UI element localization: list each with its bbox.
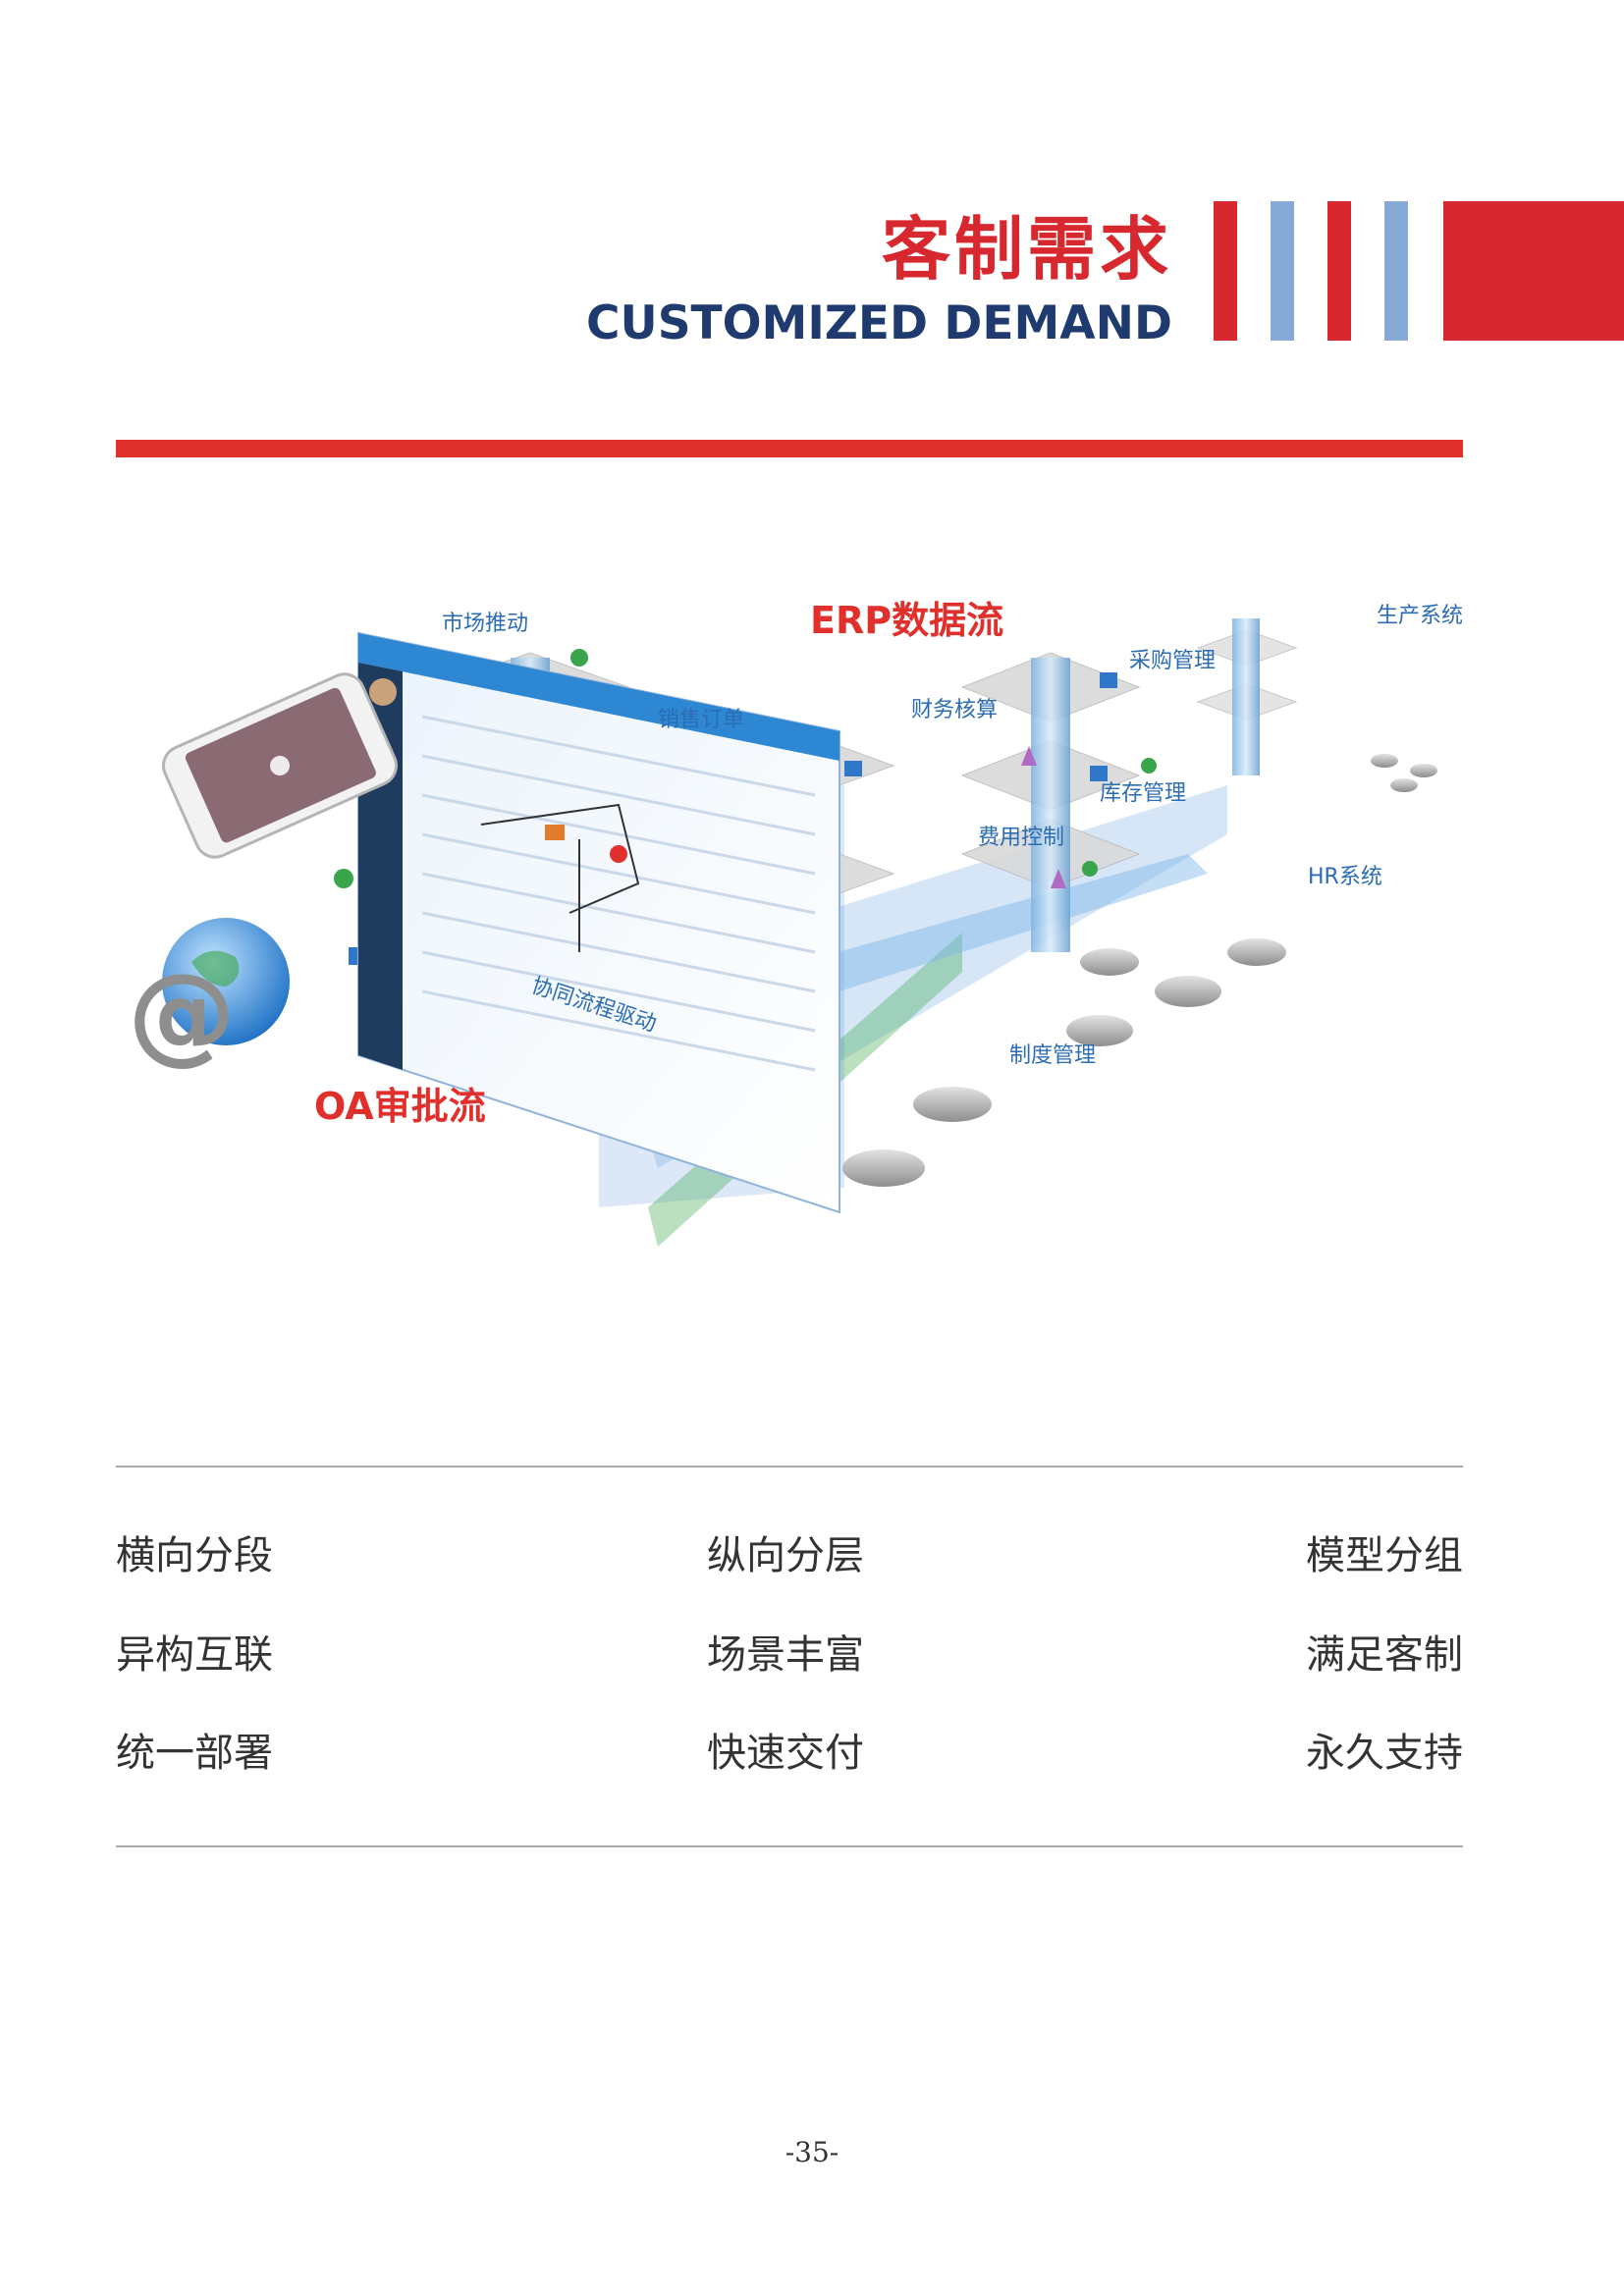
page-title: 客制需求	[882, 209, 1172, 290]
feature-item: 永久支持	[1306, 1731, 1463, 1776]
header-stripe-3	[1327, 201, 1351, 341]
smartphone-image	[162, 672, 398, 859]
header-block	[1443, 201, 1624, 341]
svg-text:@: @	[128, 950, 236, 1076]
label-purchase: 采购管理	[1129, 649, 1216, 673]
feature-item: 横向分段	[116, 1533, 273, 1578]
feature-top-rule	[116, 1466, 1463, 1468]
feature-item: 满足客制	[1306, 1632, 1463, 1678]
label-sales: 销售订单	[658, 708, 744, 732]
header-stripe-1	[1214, 201, 1237, 341]
label-policy: 制度管理	[1009, 1043, 1096, 1068]
oa-app-window	[357, 631, 840, 1214]
header-stripe-2	[1271, 201, 1294, 341]
header-divider	[116, 440, 1463, 457]
label-erp: ERP数据流	[810, 599, 1003, 642]
system-architecture-illustration: @ 市场推动 销售订单 ERP数据流 财务核算 采购管理 生产系统 库存管理 费…	[108, 560, 1483, 1247]
database-disks	[842, 754, 1437, 1187]
feature-item: 异构互联	[116, 1632, 273, 1678]
label-finance: 财务核算	[911, 698, 998, 722]
feature-item: 场景丰富	[707, 1632, 864, 1678]
label-oa: OA审批流	[314, 1085, 486, 1128]
label-production: 生产系统	[1377, 604, 1463, 628]
feature-item: 模型分组	[1306, 1533, 1463, 1578]
label-inventory: 库存管理	[1100, 781, 1186, 806]
feature-item: 统一部署	[116, 1731, 273, 1776]
label-market: 市场推动	[442, 612, 528, 636]
feature-bottom-rule	[116, 1845, 1463, 1847]
globe-email-icon: @	[128, 918, 290, 1076]
page-subtitle: CUSTOMIZED DEMAND	[586, 296, 1172, 350]
header-stripe-4	[1384, 201, 1408, 341]
label-hr: HR系统	[1308, 865, 1382, 889]
page-number: -35-	[785, 2136, 839, 2168]
label-expense: 费用控制	[978, 826, 1064, 850]
feature-item: 纵向分层	[707, 1533, 864, 1578]
feature-item: 快速交付	[707, 1731, 864, 1776]
